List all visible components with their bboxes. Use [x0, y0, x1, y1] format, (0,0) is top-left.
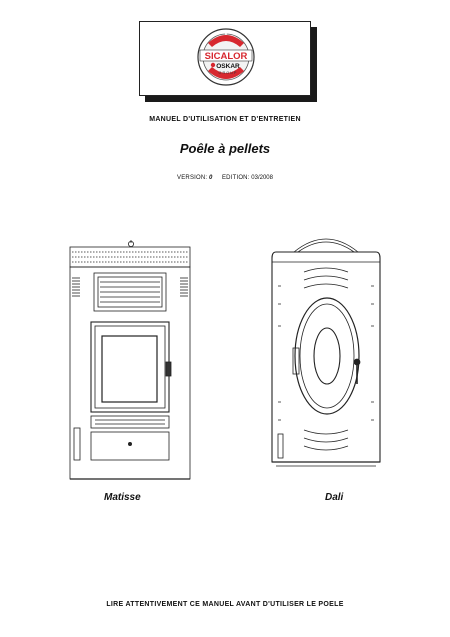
sicalor-logo: SICALOR OSKAR GROUP ● ●	[197, 28, 255, 86]
logo-brand-text: SICALOR	[205, 51, 248, 62]
edition-label: EDITION:	[221, 175, 250, 181]
document-title: Poêle à pellets	[179, 141, 271, 156]
matisse-stove-drawing	[69, 240, 191, 480]
edition-value: 03/2008	[251, 175, 273, 181]
version-label: VERSION:	[177, 175, 208, 181]
logo-subbrand-text: OSKAR	[216, 63, 240, 70]
dali-stove-drawing	[271, 238, 381, 467]
product-caption-matisse: Matisse	[104, 492, 141, 503]
version-value: 0	[208, 175, 213, 181]
svg-text:●: ●	[225, 79, 228, 84]
logo-box: SICALOR OSKAR GROUP ● ●	[139, 21, 311, 96]
logo-tagline-text: GROUP	[219, 71, 238, 75]
version-line: VERSION: 0 EDITION: 03/2008	[0, 175, 450, 181]
footer-warning: LIRE ATTENTIVEMENT CE MANUEL AVANT D'UTI…	[106, 601, 344, 608]
manual-title: MANUEL D'UTILISATION ET D'ENTRETIEN	[149, 116, 301, 123]
svg-text:●: ●	[225, 31, 228, 36]
product-caption-dali: Dali	[325, 492, 344, 503]
